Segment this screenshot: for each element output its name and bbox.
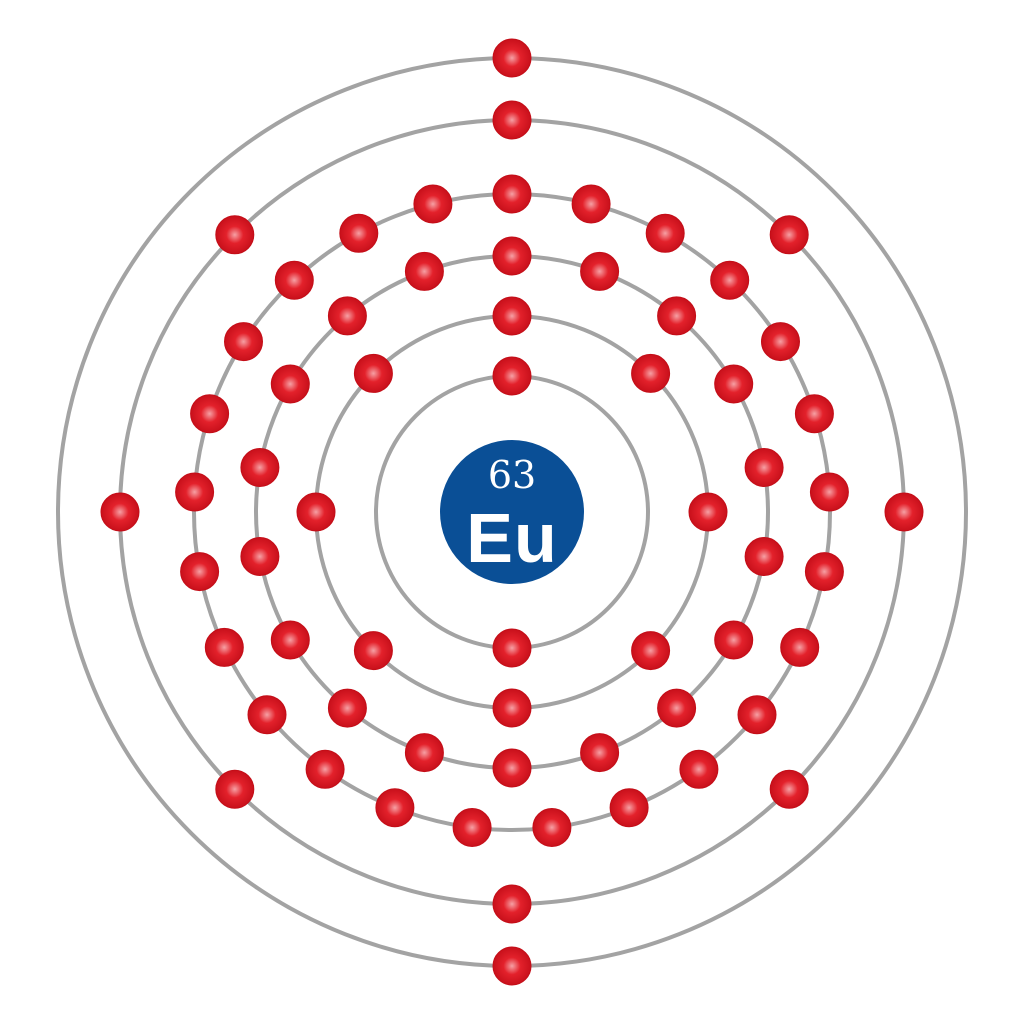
electron-o-2 xyxy=(769,215,809,255)
electron-o-1 xyxy=(492,100,532,140)
electron-l-5 xyxy=(492,688,532,728)
electron-m-13 xyxy=(270,620,310,660)
element-symbol: Eu xyxy=(466,499,557,577)
electron-o-4 xyxy=(769,769,809,809)
electron-n-7 xyxy=(809,472,849,512)
electron-m-8 xyxy=(657,688,697,728)
electron-k-1 xyxy=(492,356,532,396)
electron-m-3 xyxy=(657,296,697,336)
electron-m-12 xyxy=(327,688,367,728)
electron-n-4 xyxy=(710,260,750,300)
electron-m-17 xyxy=(327,296,367,336)
electron-n-16 xyxy=(305,749,345,789)
electron-n-20 xyxy=(175,472,215,512)
electron-n-25 xyxy=(413,184,453,224)
electron-m-10 xyxy=(492,748,532,788)
electron-n-2 xyxy=(571,184,611,224)
electron-n-13 xyxy=(532,808,572,847)
electron-l-1 xyxy=(492,296,532,336)
electron-n-11 xyxy=(679,749,719,789)
electron-p-2 xyxy=(492,946,532,986)
electron-n-10 xyxy=(737,695,777,735)
electron-o-3 xyxy=(884,492,924,532)
electron-o-5 xyxy=(492,884,532,924)
electron-m-16 xyxy=(270,364,310,404)
electron-n-24 xyxy=(339,213,379,253)
electron-n-9 xyxy=(780,627,820,667)
electron-n-6 xyxy=(794,394,834,434)
nucleus: 63 Eu xyxy=(440,440,584,584)
electron-m-1 xyxy=(492,236,532,276)
electrons xyxy=(100,38,924,986)
electron-n-23 xyxy=(274,260,314,300)
electron-m-4 xyxy=(714,364,754,404)
atomic-number: 63 xyxy=(488,453,536,497)
electron-l-3 xyxy=(688,492,728,532)
electron-m-6 xyxy=(744,537,784,576)
electron-o-7 xyxy=(100,492,140,532)
nucleus-circle xyxy=(440,440,584,584)
electron-l-7 xyxy=(296,492,336,532)
electron-p-1 xyxy=(492,38,532,78)
electron-m-15 xyxy=(240,448,280,487)
electron-o-8 xyxy=(215,215,255,255)
electron-n-3 xyxy=(645,213,685,253)
electron-m-14 xyxy=(240,537,280,576)
electron-n-19 xyxy=(180,552,220,592)
electron-m-5 xyxy=(744,448,784,487)
electron-n-17 xyxy=(247,695,287,735)
electron-l-2 xyxy=(631,353,671,393)
electron-n-8 xyxy=(804,552,844,592)
electron-m-7 xyxy=(714,620,754,660)
electron-n-21 xyxy=(190,394,230,434)
electron-m-18 xyxy=(404,251,444,291)
electron-n-18 xyxy=(204,627,244,667)
electron-l-4 xyxy=(631,631,671,671)
electron-l-8 xyxy=(353,353,393,393)
electron-m-2 xyxy=(580,251,620,291)
electron-k-2 xyxy=(492,628,532,668)
electron-n-12 xyxy=(609,788,649,828)
electron-m-11 xyxy=(404,733,444,773)
electron-n-14 xyxy=(452,808,492,847)
electron-l-6 xyxy=(353,631,393,671)
electron-m-9 xyxy=(580,733,620,773)
electron-n-5 xyxy=(761,322,800,362)
electron-o-6 xyxy=(215,769,255,809)
electron-n-1 xyxy=(492,174,532,214)
electron-n-15 xyxy=(375,788,415,828)
electron-n-22 xyxy=(224,322,263,362)
